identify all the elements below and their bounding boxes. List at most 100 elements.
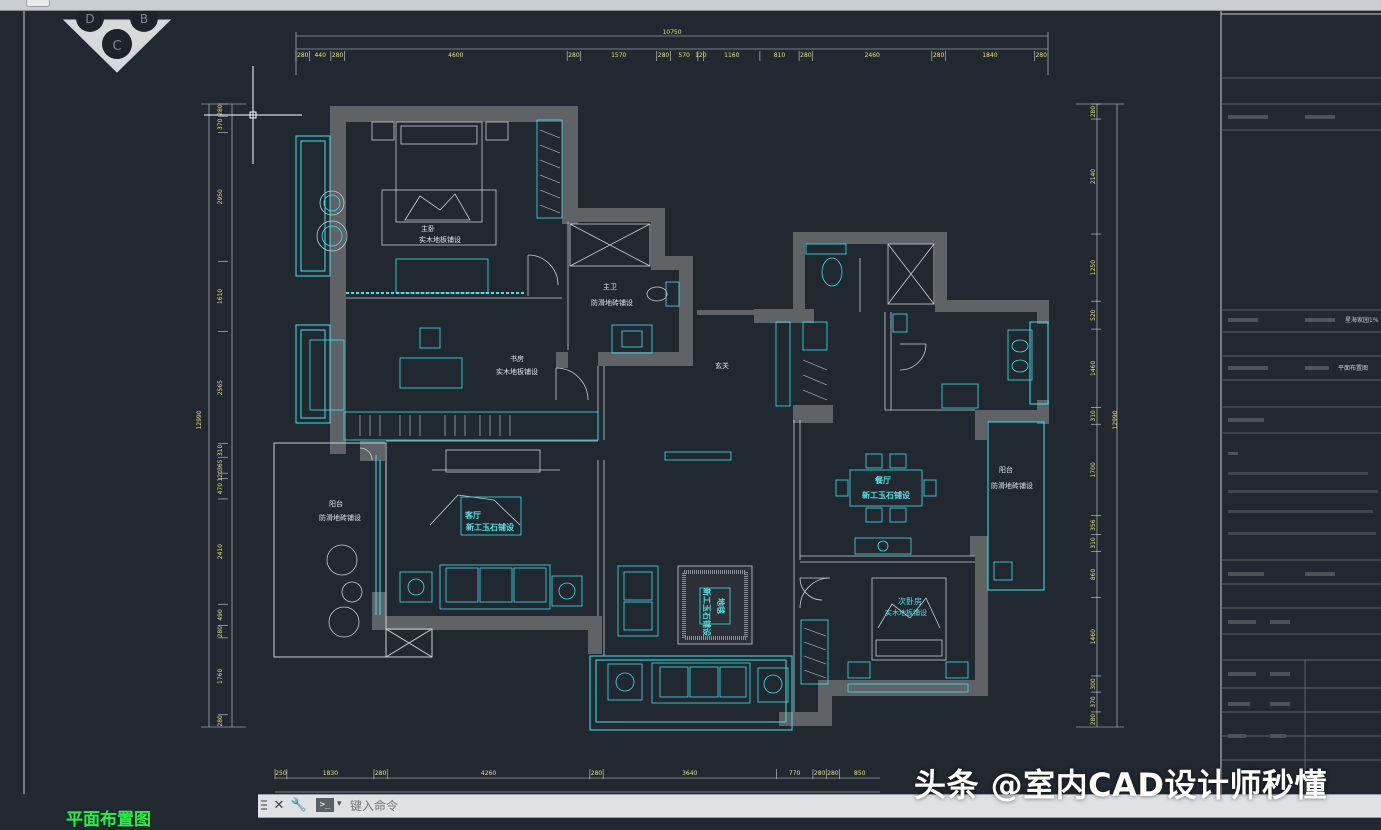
watermark: 头条 @室内CAD设计师秒懂 bbox=[914, 766, 1327, 804]
dim-left-12: 1760 bbox=[217, 669, 224, 684]
room-finish-dining: 新工玉石铺设 bbox=[862, 490, 910, 500]
window-outlines bbox=[295, 135, 1049, 731]
second-bed-cyan bbox=[800, 561, 1013, 693]
dim-right-11: 300 bbox=[1090, 678, 1097, 690]
foyer-living-cyan bbox=[607, 451, 789, 704]
dim-top-2: 280 bbox=[332, 52, 344, 59]
caret-down-icon[interactable]: ▾ bbox=[337, 799, 342, 809]
dim-bottom-1: 1830 bbox=[323, 770, 338, 777]
right-bath-cabinet-hatch bbox=[802, 359, 828, 401]
dim-right-1: 2140 bbox=[1090, 169, 1097, 184]
dim-left-4: 2565 bbox=[217, 380, 224, 395]
study-shelf-hatch bbox=[359, 415, 511, 436]
dim-top-4: 280 bbox=[568, 52, 580, 59]
dim-left-5: 310 bbox=[217, 445, 224, 457]
dim-left-0: 280 bbox=[217, 104, 224, 116]
master-bath-cyan bbox=[611, 281, 680, 354]
carpet-label: 地毯 bbox=[716, 598, 726, 614]
window-top-strip bbox=[0, 0, 1381, 11]
door-swings bbox=[359, 367, 823, 601]
cad-drawing-canvas[interactable]: 星海家园1% 平面布置图 D B C 10750 14410 12990 129… bbox=[0, 11, 1381, 794]
drag-grip-icon[interactable] bbox=[261, 800, 267, 812]
dim-right-6: 1700 bbox=[1090, 462, 1097, 477]
command-line-bar: ✕ 🔧 >_ ▾ bbox=[258, 794, 1381, 818]
sheet-name-value: 平面布置图 bbox=[1338, 364, 1368, 372]
dim-bottom-2: 280 bbox=[375, 770, 387, 777]
room-label-master-bed: 主卧 bbox=[421, 224, 435, 233]
command-prompt-icon[interactable]: >_ bbox=[316, 798, 334, 812]
dim-right-2: 1250 bbox=[1090, 260, 1097, 275]
sheet-frame bbox=[23, 11, 1381, 794]
room-finish-living: 新工玉石铺设 bbox=[466, 522, 514, 532]
drawing-title: 平面布置图 bbox=[66, 810, 151, 830]
room-finish-study: 实木地板铺设 bbox=[496, 367, 538, 376]
dim-right-9: 860 bbox=[1090, 569, 1097, 581]
dim-right-8: 310 bbox=[1090, 537, 1097, 549]
partitions bbox=[346, 222, 975, 712]
dim-bottom-5: 3640 bbox=[682, 770, 697, 777]
right-bath-cyan bbox=[775, 243, 1033, 409]
master-bath-fixtures bbox=[527, 223, 668, 302]
project-name-value: 星海家园1% bbox=[1345, 316, 1379, 324]
dim-bottom-7: 280 bbox=[814, 770, 826, 777]
compass-label-c: C bbox=[112, 39, 121, 54]
dim-top-12: 2460 bbox=[865, 52, 880, 59]
dim-bottom-3: 4260 bbox=[481, 770, 496, 777]
dim-left-7: 120 bbox=[217, 470, 224, 482]
study-furniture bbox=[309, 327, 599, 441]
dim-top-13: 280 bbox=[933, 52, 945, 59]
dim-left-3: 1610 bbox=[217, 289, 224, 304]
compass-label-d: D bbox=[85, 12, 94, 26]
right-bath-fixtures bbox=[859, 243, 935, 371]
carpet-label-finish: 新工玉石铺设 bbox=[702, 588, 712, 636]
dim-bottom-0: 250 bbox=[275, 770, 287, 777]
room-finish-second-bed: 实木地板铺设 bbox=[885, 608, 927, 617]
dim-left-6: 365 bbox=[217, 459, 224, 471]
room-label-second-bed: 次卧房 bbox=[898, 596, 922, 606]
dim-bottom-6: 770 bbox=[789, 770, 801, 777]
dim-left-8: 470 bbox=[217, 483, 224, 495]
dim-bottom-9: 850 bbox=[854, 770, 866, 777]
dim-top-5: 1570 bbox=[611, 52, 626, 59]
dim-top-15: 280 bbox=[1035, 52, 1047, 59]
title-block bbox=[1221, 77, 1381, 794]
room-label-foyer: 玄关 bbox=[715, 361, 729, 370]
dim-left-13: 280 bbox=[217, 715, 224, 727]
carpet-pattern bbox=[677, 565, 753, 645]
overall-width-top: 10750 bbox=[662, 29, 681, 36]
dim-right-0: 280 bbox=[1090, 106, 1097, 118]
dim-top-10: 810 bbox=[774, 52, 786, 59]
compass-icon: D B C bbox=[62, 11, 172, 73]
dim-top-3: 4600 bbox=[448, 52, 463, 59]
dim-right-13: 280 bbox=[1090, 714, 1097, 726]
dining-table bbox=[835, 453, 937, 555]
dim-bottom-4: 280 bbox=[591, 770, 603, 777]
close-icon[interactable]: ✕ bbox=[273, 798, 285, 813]
wrench-icon[interactable]: 🔧 bbox=[290, 798, 308, 813]
dimension-lines bbox=[201, 32, 1124, 793]
drawing-tab[interactable] bbox=[26, 0, 50, 7]
room-label-living: 客厅 bbox=[464, 510, 481, 520]
compass-label-b: B bbox=[140, 12, 148, 26]
room-finish-balcony-right: 防滑地砖铺设 bbox=[991, 481, 1033, 490]
dim-left-9: 2410 bbox=[217, 544, 224, 559]
dim-right-5: 310 bbox=[1090, 410, 1097, 422]
room-finish-master-bed: 实木地板铺设 bbox=[419, 235, 461, 244]
second-wardrobe-hatch bbox=[803, 627, 827, 679]
dim-top-0: 280 bbox=[297, 52, 309, 59]
overall-height-right: 12990 bbox=[1112, 410, 1119, 429]
command-input[interactable] bbox=[348, 797, 832, 815]
dim-bottom-8: 280 bbox=[827, 770, 839, 777]
dim-right-4: 1460 bbox=[1090, 361, 1097, 376]
balcony-left-outline bbox=[273, 442, 433, 658]
dim-right-7: 356 bbox=[1090, 519, 1097, 531]
overall-height-left: 12990 bbox=[196, 410, 203, 429]
dim-top-1: 440 bbox=[314, 52, 326, 59]
dim-top-8: 120 bbox=[695, 52, 707, 59]
dim-top-14: 1840 bbox=[982, 52, 997, 59]
dim-left-11: 280 bbox=[217, 626, 224, 638]
dim-top-6: 280 bbox=[658, 52, 670, 59]
room-label-dining: 餐厅 bbox=[874, 475, 891, 485]
dim-right-3: 520 bbox=[1090, 309, 1097, 321]
wardrobe-hatch bbox=[539, 129, 561, 214]
